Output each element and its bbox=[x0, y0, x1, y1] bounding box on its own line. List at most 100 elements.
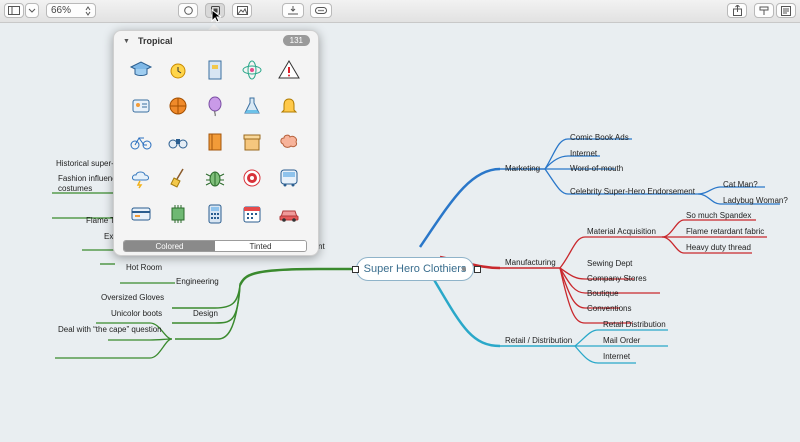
stepper-icon bbox=[85, 5, 91, 16]
notes-icon bbox=[781, 5, 791, 16]
central-topic[interactable]: Super Hero Clothiers bbox=[356, 257, 474, 281]
car-icon-button[interactable] bbox=[275, 200, 303, 228]
topic-flame[interactable]: Flame T bbox=[86, 216, 116, 225]
atom-icon-button[interactable] bbox=[238, 56, 266, 84]
topic-hot-room[interactable]: Hot Room bbox=[126, 263, 163, 272]
retail-branch-line bbox=[428, 272, 501, 348]
credit-card-icon-button[interactable] bbox=[127, 200, 155, 228]
circle-icon bbox=[183, 6, 193, 15]
topic-spandex[interactable]: So much Spandex bbox=[686, 211, 752, 220]
topic-unicolor-boots[interactable]: Unicolor boots bbox=[111, 309, 163, 318]
basketball-icon bbox=[169, 97, 187, 115]
warning-icon-button[interactable] bbox=[275, 56, 303, 84]
binoculars-icon-button[interactable] bbox=[164, 128, 192, 156]
insert-image-button[interactable] bbox=[232, 3, 252, 18]
bell-icon-button[interactable] bbox=[275, 92, 303, 120]
car-icon bbox=[279, 210, 299, 222]
box-icon bbox=[243, 134, 261, 151]
mind-map-canvas[interactable]: Super Hero Clothiers Marketing Comic Boo… bbox=[0, 23, 800, 442]
topic-marketing[interactable]: Marketing bbox=[505, 164, 541, 173]
broom-icon bbox=[170, 168, 184, 188]
chip-icon-button[interactable] bbox=[164, 200, 192, 228]
align-icon bbox=[288, 6, 298, 15]
graduation-cap-icon bbox=[129, 61, 153, 76]
topic-heavy-duty-thread[interactable]: Heavy duty thread bbox=[686, 243, 751, 252]
flask-icon bbox=[244, 97, 260, 114]
topic-costumes[interactable]: costumes bbox=[58, 184, 93, 193]
sidebar-menu-button[interactable] bbox=[25, 3, 39, 18]
topic-engineering[interactable]: Engineering bbox=[176, 277, 219, 286]
topic-word-of-mouth[interactable]: Word-of-mouth bbox=[570, 164, 624, 173]
brain-icon-button[interactable] bbox=[275, 128, 303, 156]
topic-cape-question[interactable]: Deal with “the cape” question bbox=[58, 325, 162, 334]
topic-company-stores[interactable]: Company Stores bbox=[587, 274, 647, 283]
resize-handle-left[interactable] bbox=[352, 266, 359, 273]
topic-ex[interactable]: Ex bbox=[104, 232, 114, 241]
icon-style-segmented-control[interactable]: Colored Tinted bbox=[123, 240, 307, 252]
bicycle-icon-button[interactable] bbox=[127, 128, 155, 156]
topic-mail-order[interactable]: Mail Order bbox=[603, 336, 641, 345]
flask-icon-button[interactable] bbox=[238, 92, 266, 120]
book-icon-button[interactable] bbox=[201, 128, 229, 156]
topic-conventions[interactable]: Conventions bbox=[587, 304, 632, 313]
target-icon-button[interactable] bbox=[238, 164, 266, 192]
topic-manufacturing[interactable]: Manufacturing bbox=[505, 258, 556, 267]
locker-icon-button[interactable] bbox=[201, 56, 229, 84]
box-icon-button[interactable] bbox=[238, 128, 266, 156]
graduation-cap-icon-button[interactable] bbox=[127, 56, 155, 84]
topic-left-partial[interactable]: nt bbox=[318, 242, 325, 251]
bug-icon bbox=[205, 171, 225, 187]
calendar-icon-button[interactable] bbox=[238, 200, 266, 228]
disclosure-triangle-icon[interactable]: ▼ bbox=[123, 38, 130, 45]
topic-fashion-influence[interactable]: Fashion influence bbox=[58, 174, 121, 183]
style-inspector-button[interactable] bbox=[754, 3, 774, 18]
segment-tinted[interactable]: Tinted bbox=[215, 241, 306, 251]
topic-sewing-dept[interactable]: Sewing Dept bbox=[587, 259, 633, 268]
icon-set-title[interactable]: Tropical bbox=[138, 36, 173, 46]
topic-retail-distribution[interactable]: Retail / Distribution bbox=[505, 336, 573, 345]
topic-celebrity-endorsement[interactable]: Celebrity Super-Hero Endorsement bbox=[570, 187, 695, 196]
notes-inspector-button[interactable] bbox=[776, 3, 796, 18]
basketball-icon-button[interactable] bbox=[164, 92, 192, 120]
storm-cloud-icon-button[interactable] bbox=[127, 164, 155, 192]
marketing-branch-line bbox=[418, 167, 501, 248]
share-button[interactable] bbox=[727, 3, 747, 18]
zoom-control[interactable]: 66% bbox=[46, 3, 96, 18]
broom-icon-button[interactable] bbox=[164, 164, 192, 192]
bug-icon-button[interactable] bbox=[201, 164, 229, 192]
central-topic-label: Super Hero Clothiers bbox=[363, 263, 467, 275]
bus-icon-button[interactable] bbox=[275, 164, 303, 192]
topic-historical[interactable]: Historical super-h bbox=[56, 159, 119, 168]
balloon-icon bbox=[208, 96, 222, 117]
style-icon bbox=[759, 6, 769, 15]
topic-boutique[interactable]: Boutique bbox=[587, 289, 619, 298]
topic-comic-book-ads[interactable]: Comic Book Ads bbox=[570, 133, 629, 142]
locker-icon bbox=[208, 60, 222, 80]
warning-icon bbox=[278, 60, 300, 79]
topic-internet-retail[interactable]: Internet bbox=[603, 352, 631, 361]
insert-shape-button[interactable] bbox=[178, 3, 198, 18]
book-icon bbox=[208, 133, 222, 151]
align-button[interactable] bbox=[282, 3, 304, 18]
id-badge-icon-button[interactable] bbox=[127, 92, 155, 120]
topic-cat-man[interactable]: Cat Man? bbox=[723, 180, 758, 189]
alarm-clock-icon-button[interactable] bbox=[164, 56, 192, 84]
chip-icon bbox=[171, 205, 185, 223]
topic-internet-marketing[interactable]: Internet bbox=[570, 149, 598, 158]
topic-material-acquisition[interactable]: Material Acquisition bbox=[587, 227, 656, 236]
topic-ladybug-woman[interactable]: Ladybug Woman? bbox=[723, 196, 788, 205]
icon-count-badge: 131 bbox=[282, 35, 310, 46]
topic-flame-retardant[interactable]: Flame retardant fabric bbox=[686, 227, 765, 236]
topic-design[interactable]: Design bbox=[193, 309, 218, 318]
sidebar-toggle-button[interactable] bbox=[4, 3, 24, 18]
resize-handle-right[interactable] bbox=[474, 266, 481, 273]
topic-oversized-gloves[interactable]: Oversized Gloves bbox=[101, 293, 165, 302]
boundary-button[interactable] bbox=[310, 3, 332, 18]
segment-colored[interactable]: Colored bbox=[124, 241, 215, 251]
target-icon bbox=[243, 169, 261, 187]
topic-retail-distribution-child[interactable]: Retail Distribution bbox=[603, 320, 666, 329]
calculator-icon-button[interactable] bbox=[201, 200, 229, 228]
bus-icon bbox=[280, 169, 298, 187]
chevron-down-icon bbox=[28, 8, 36, 13]
balloon-icon-button[interactable] bbox=[201, 92, 229, 120]
